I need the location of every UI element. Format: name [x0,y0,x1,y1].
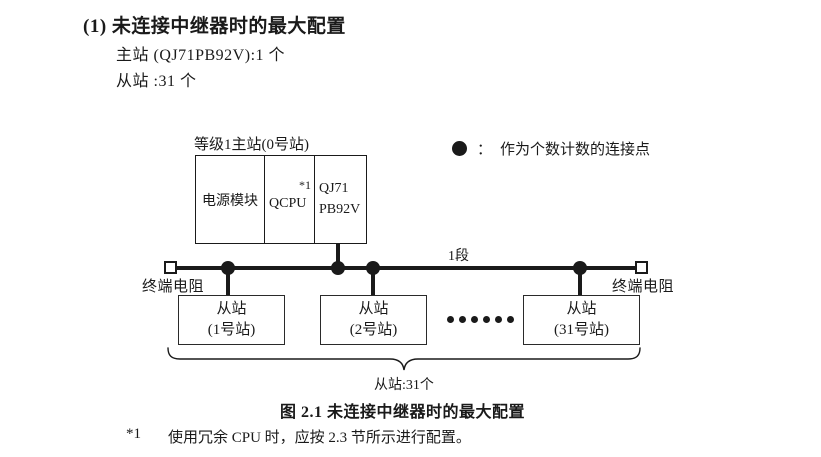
cpu-cell: *1 QCPU [264,156,314,243]
slave1-drop-line [226,268,230,296]
slave31-line1: 从站 [566,301,597,317]
legend-description: 作为个数计数的连接点 [500,142,651,158]
slave2-drop-line [371,268,375,296]
slave1-line1: 从站 [216,301,247,317]
left-terminator-square [164,261,177,274]
slave-station-2-box: 从站 (2号站) [320,295,427,345]
legend-colon: ： [477,142,493,158]
brace-label: 从站:31个 [374,378,434,393]
master-station-label: 等级1主站(0号站) [194,137,309,153]
section-heading: (1) 未连接中继器时的最大配置 [83,16,346,37]
right-terminator-label: 终端电阻 [612,279,675,295]
slave2-line1: 从站 [358,301,389,317]
connection-dot-slave1 [221,261,235,275]
pb92v-line1: QJ71 [319,181,349,197]
slave1-line2: (1号站) [207,322,256,338]
brace [167,347,641,371]
legend: ： 作为个数计数的连接点 [452,138,650,159]
master-drop-line [336,244,340,268]
right-terminator-square [635,261,648,274]
connection-dot-master [331,261,345,275]
master-station-box: 电源模块 *1 QCPU QJ71 PB92V [195,155,367,244]
slave-count-line: 从站 :31 个 [116,73,197,90]
left-terminator-label: 终端电阻 [142,279,205,295]
ellipsis-dots [447,316,514,323]
segment-label: 1段 [448,249,469,264]
pb92v-cell: QJ71 PB92V [314,156,366,243]
footnote: *1 使用冗余 CPU 时，应按 2.3 节所示进行配置。 [126,426,471,447]
slave31-line2: (31号站) [554,322,609,338]
cpu-label: QCPU [269,196,307,211]
footnote-marker: *1 [126,426,141,442]
connection-point-icon [452,141,467,156]
connection-dot-slave31 [573,261,587,275]
slave31-drop-line [578,268,582,296]
pb92v-line2: PB92V [319,201,361,217]
slave-station-31-box: 从站 (31号站) [523,295,640,345]
power-module-cell: 电源模块 [202,193,258,209]
figure-caption: 图 2.1 未连接中继器时的最大配置 [279,404,525,421]
connection-dot-slave2 [366,261,380,275]
cpu-footnote-marker: *1 [299,178,311,192]
slave2-line2: (2号站) [349,322,398,338]
bus-line [170,266,642,270]
slave-station-1-box: 从站 (1号站) [178,295,285,345]
footnote-text: 使用冗余 CPU 时，应按 2.3 节所示进行配置。 [168,430,471,446]
master-count-line: 主站 (QJ71PB92V):1 个 [116,47,286,64]
